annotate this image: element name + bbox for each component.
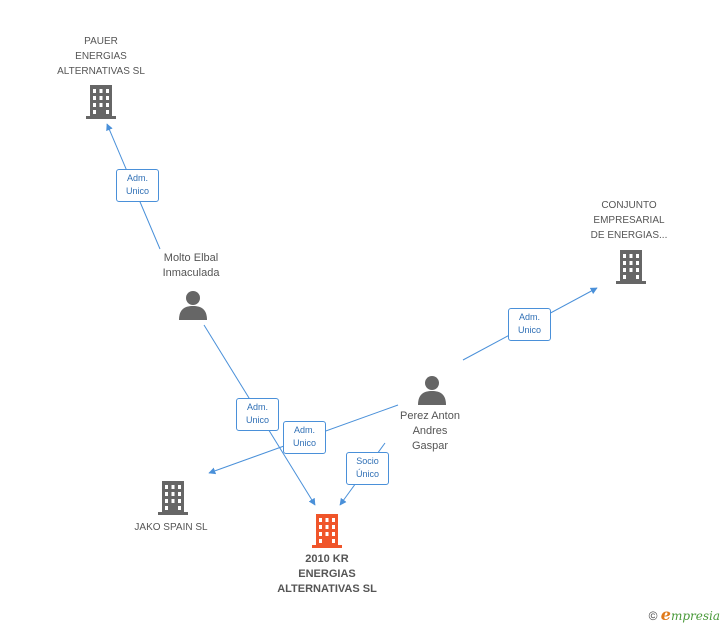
person-label-molto[interactable]: Molto Elbal Inmaculada — [141, 251, 241, 281]
label-line: ALTERNATIVAS SL — [277, 583, 377, 595]
label-line: Socio — [356, 456, 379, 466]
label-line: Gaspar — [411, 440, 449, 452]
company-label-conjunto[interactable]: CONJUNTO EMPRESARIAL DE ENERGIAS... — [566, 198, 692, 243]
label-line: Molto Elbal — [163, 252, 219, 264]
label-line: Adm. — [126, 173, 148, 183]
building-icon[interactable] — [616, 250, 646, 284]
brand-initial: e — [660, 605, 671, 624]
label-line: JAKO SPAIN SL — [134, 522, 208, 533]
label-line: EMPRESARIAL — [593, 215, 665, 226]
building-icon[interactable] — [158, 481, 188, 515]
edge-label-perez-main[interactable]: Socio Único — [346, 452, 389, 485]
label-line: DE ENERGIAS... — [590, 230, 668, 241]
copyright-icon: © — [648, 609, 658, 623]
label-line: 2010 KR — [305, 553, 349, 565]
building-shape — [86, 85, 116, 119]
company-label-main[interactable]: 2010 KR ENERGIAS ALTERNATIVAS SL — [252, 552, 402, 597]
person-label-perez[interactable]: Perez Anton Andres Gaspar — [380, 409, 480, 454]
label-line: Adm. — [246, 402, 268, 412]
label-line: Unico — [292, 438, 316, 448]
edge-label-perez-jako[interactable]: Adm. Unico — [283, 421, 326, 454]
person-icon[interactable] — [418, 375, 446, 405]
edge-label-molto-main[interactable]: Adm. Unico — [236, 398, 279, 431]
edge-label-molto-pauer[interactable]: Adm. Unico — [116, 169, 159, 202]
label-line: Adm. — [293, 425, 315, 435]
company-label-jako[interactable]: JAKO SPAIN SL — [108, 520, 234, 535]
label-line: Perez Anton — [400, 410, 460, 422]
label-line: Unico — [245, 415, 269, 425]
brand-name: mpresia — [670, 609, 720, 623]
label-line: Unico — [517, 325, 541, 335]
copyright-footer: © empresia — [649, 605, 720, 624]
label-line: CONJUNTO — [601, 200, 657, 211]
label-line: ENERGIAS — [298, 568, 356, 580]
building-icon[interactable] — [86, 85, 116, 119]
label-line: Único — [355, 469, 379, 479]
label-line: ENERGIAS — [75, 51, 127, 62]
label-line: Adm. — [518, 312, 540, 322]
brand-logo[interactable]: empresia — [661, 605, 720, 624]
label-line: Inmaculada — [162, 267, 220, 279]
label-line: Unico — [125, 186, 149, 196]
company-label-pauer[interactable]: PAUER ENERGIAS ALTERNATIVAS SL — [38, 34, 164, 79]
label-line: Andres — [412, 425, 448, 437]
label-line: ALTERNATIVAS SL — [57, 66, 145, 77]
edge-label-perez-conjunto[interactable]: Adm. Unico — [508, 308, 551, 341]
person-icon[interactable] — [179, 290, 207, 320]
building-icon-main[interactable] — [312, 514, 342, 548]
label-line: PAUER — [84, 36, 118, 47]
